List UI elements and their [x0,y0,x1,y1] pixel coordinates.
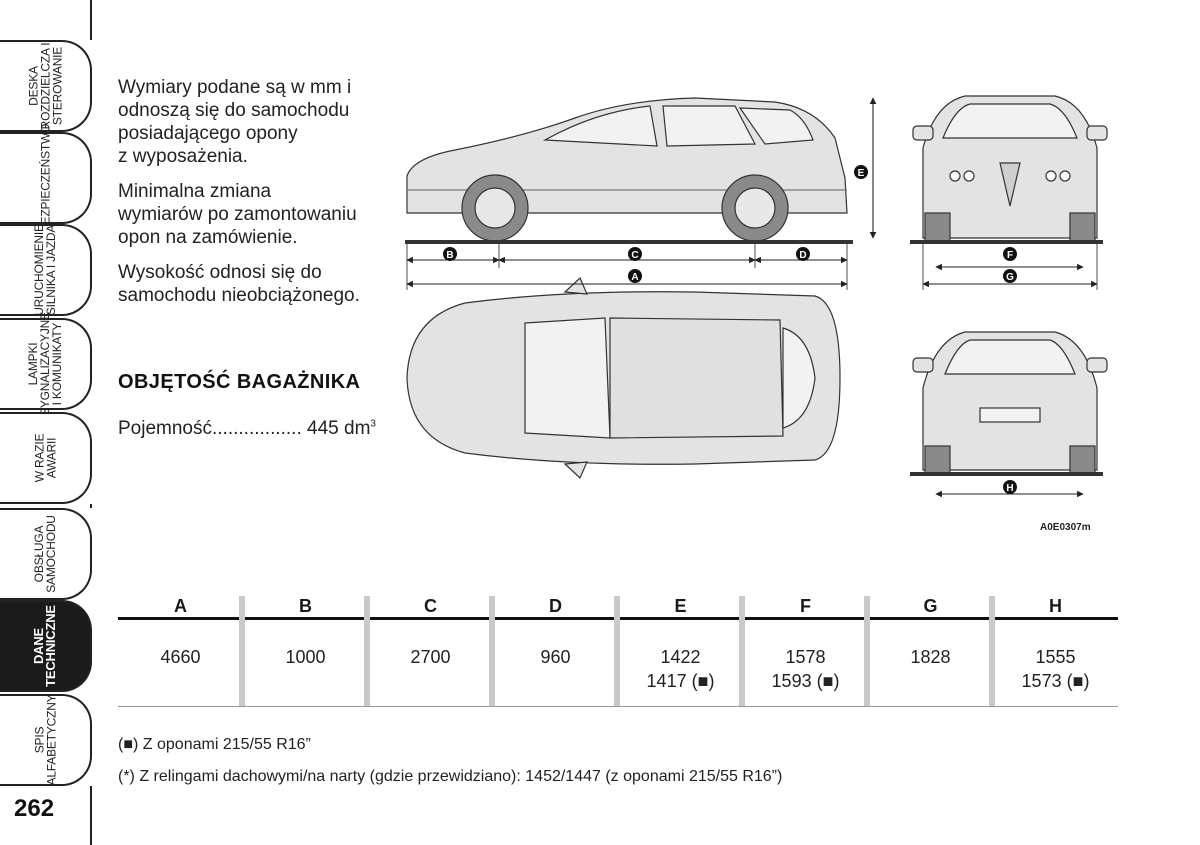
column-separator [239,596,245,706]
footnote-roof-rails: (*) Z relingami dachowymi/na narty (gdzi… [118,768,783,785]
dimension-marker-d: D [796,247,810,261]
dimension-marker-b: B [443,247,457,261]
car-top-view [406,276,841,480]
car-dimensions-drawing: B C D A E F G H [405,95,1108,498]
table-header-cell: F [800,596,811,616]
table-header-cell: A [174,596,187,616]
table-cell: 960 [540,647,571,667]
table-header-cell: C [424,596,437,616]
car-front-view [912,95,1108,242]
tab-label: BEZPIECZEŃSTWO [38,123,53,233]
intro-paragraph: Wysokość odnosi się do samochodu nieobci… [118,262,360,306]
column-separator [614,596,620,706]
footnote-tyres: (■) Z oponami 215/55 R16” [118,736,311,753]
table-cell: 1000 [285,647,326,667]
car-rear-view [912,331,1108,475]
table-cell: 2700 [410,647,451,667]
svg-text:D: D [799,250,806,261]
table-header-cell: H [1049,596,1062,616]
column-separator [489,596,495,706]
table-cell: 4660 [160,647,201,667]
tab-divider [90,504,92,508]
table-header-cell: B [299,596,312,616]
svg-text:C: C [631,250,638,261]
dimension-marker-g: G [1003,269,1017,283]
column-separator [739,596,745,706]
column-separator [989,596,995,706]
svg-text:F: F [1007,250,1013,261]
intro-paragraph: Minimalna zmiana wymiarów po zamontowani… [118,181,357,248]
table-header-cell: G [923,596,938,616]
dimension-marker-c: C [628,247,642,261]
table-header-cell: E [674,596,687,616]
tab-bezpieczenstwo[interactable]: BEZPIECZEŃSTWO [0,124,92,232]
dimension-marker-a: A [628,269,642,283]
page-number: 262 [14,795,55,822]
intro-paragraph: Wymiary podane są w mm i odnoszą się do … [118,77,352,167]
svg-text:B: B [446,250,453,261]
svg-text:E: E [858,168,865,179]
dimension-marker-h: H [1003,480,1017,494]
svg-text:G: G [1006,272,1014,283]
dimension-marker-e: E [854,165,868,179]
trunk-section-title: OBJĘTOŚĆ BAGAŻNIKA [118,371,361,393]
tab-divider [90,786,92,845]
table-header-cell: D [549,596,562,616]
figure-code: A0E0307m [1040,522,1091,533]
intro-text: Wymiary podane są w mm i odnoszą się do … [118,76,388,319]
tab-divider [90,0,92,40]
svg-text:H: H [1006,483,1013,494]
column-separator [864,596,870,706]
svg-text:A: A [631,272,638,283]
trunk-capacity: Pojemność................. 445 dm3 [118,418,376,439]
dimension-marker-f: F [1003,247,1017,261]
car-side-view [406,97,848,242]
table-cell: 1828 [910,647,951,667]
column-separator [364,596,370,706]
